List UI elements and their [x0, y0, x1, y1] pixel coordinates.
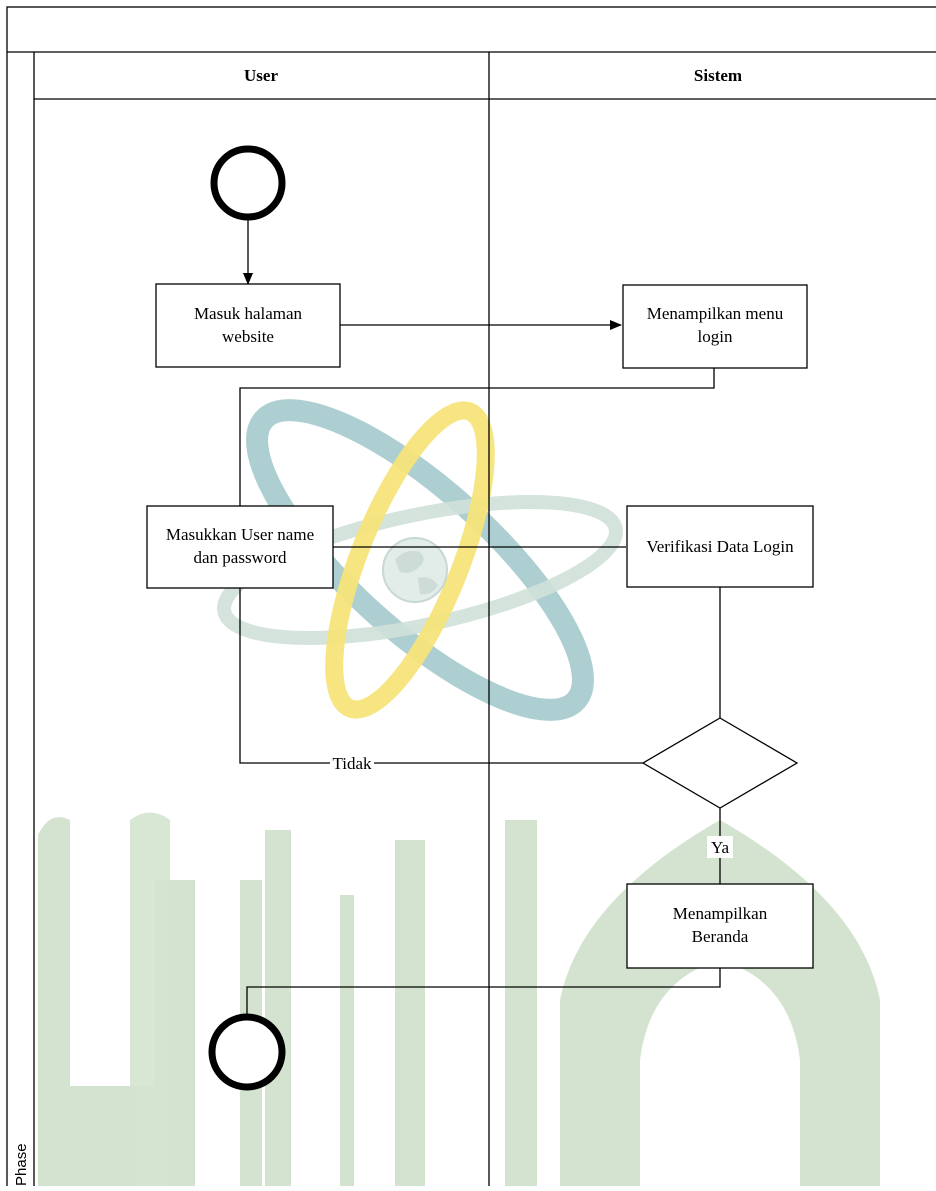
end-node: [208, 1013, 286, 1091]
action-verifikasi: Verifikasi Data Login: [626, 505, 814, 588]
watermark-globe-icon: [382, 537, 448, 603]
action-masuk-line-2: website: [222, 327, 274, 346]
edge-label-ya: Ya: [711, 838, 730, 857]
edge-label-tidak-bg: [330, 753, 374, 773]
action-menu-login-line-2: login: [698, 327, 733, 346]
action-input-login: Masukkan User name dan password: [146, 505, 334, 589]
action-menu-login-line-1: Menampilkan menu: [647, 304, 784, 323]
action-verifikasi-line-1: Verifikasi Data Login: [646, 537, 794, 556]
decision-node: [641, 717, 799, 809]
action-input-line-1: Masukkan User name: [166, 525, 314, 544]
edge-decision-tidak-to-input: [239, 588, 643, 764]
edge-beranda-to-end: [246, 968, 721, 1017]
action-masuk-line-1: Masuk halaman: [194, 304, 303, 323]
edge-menu-login-to-input: [239, 368, 715, 506]
watermark-yellow-orbit: [325, 401, 495, 719]
lane-header-user: User: [244, 66, 278, 85]
action-masuk-halaman: Masuk halaman website: [155, 283, 341, 368]
action-beranda-line-1: Menampilkan: [673, 904, 768, 923]
action-beranda: Menampilkan Beranda: [626, 883, 814, 969]
watermark-green-shapes: [38, 812, 880, 1186]
phase-label: Phase: [13, 1143, 30, 1186]
action-menu-login: Menampilkan menu login: [622, 284, 808, 369]
action-input-line-2: dan password: [193, 548, 287, 567]
lane-header-sistem: Sistem: [694, 66, 742, 85]
start-node: [210, 145, 286, 221]
edge-label-ya-bg: [707, 836, 733, 858]
action-beranda-line-2: Beranda: [692, 927, 749, 946]
edge-label-tidak: Tidak: [332, 754, 372, 773]
